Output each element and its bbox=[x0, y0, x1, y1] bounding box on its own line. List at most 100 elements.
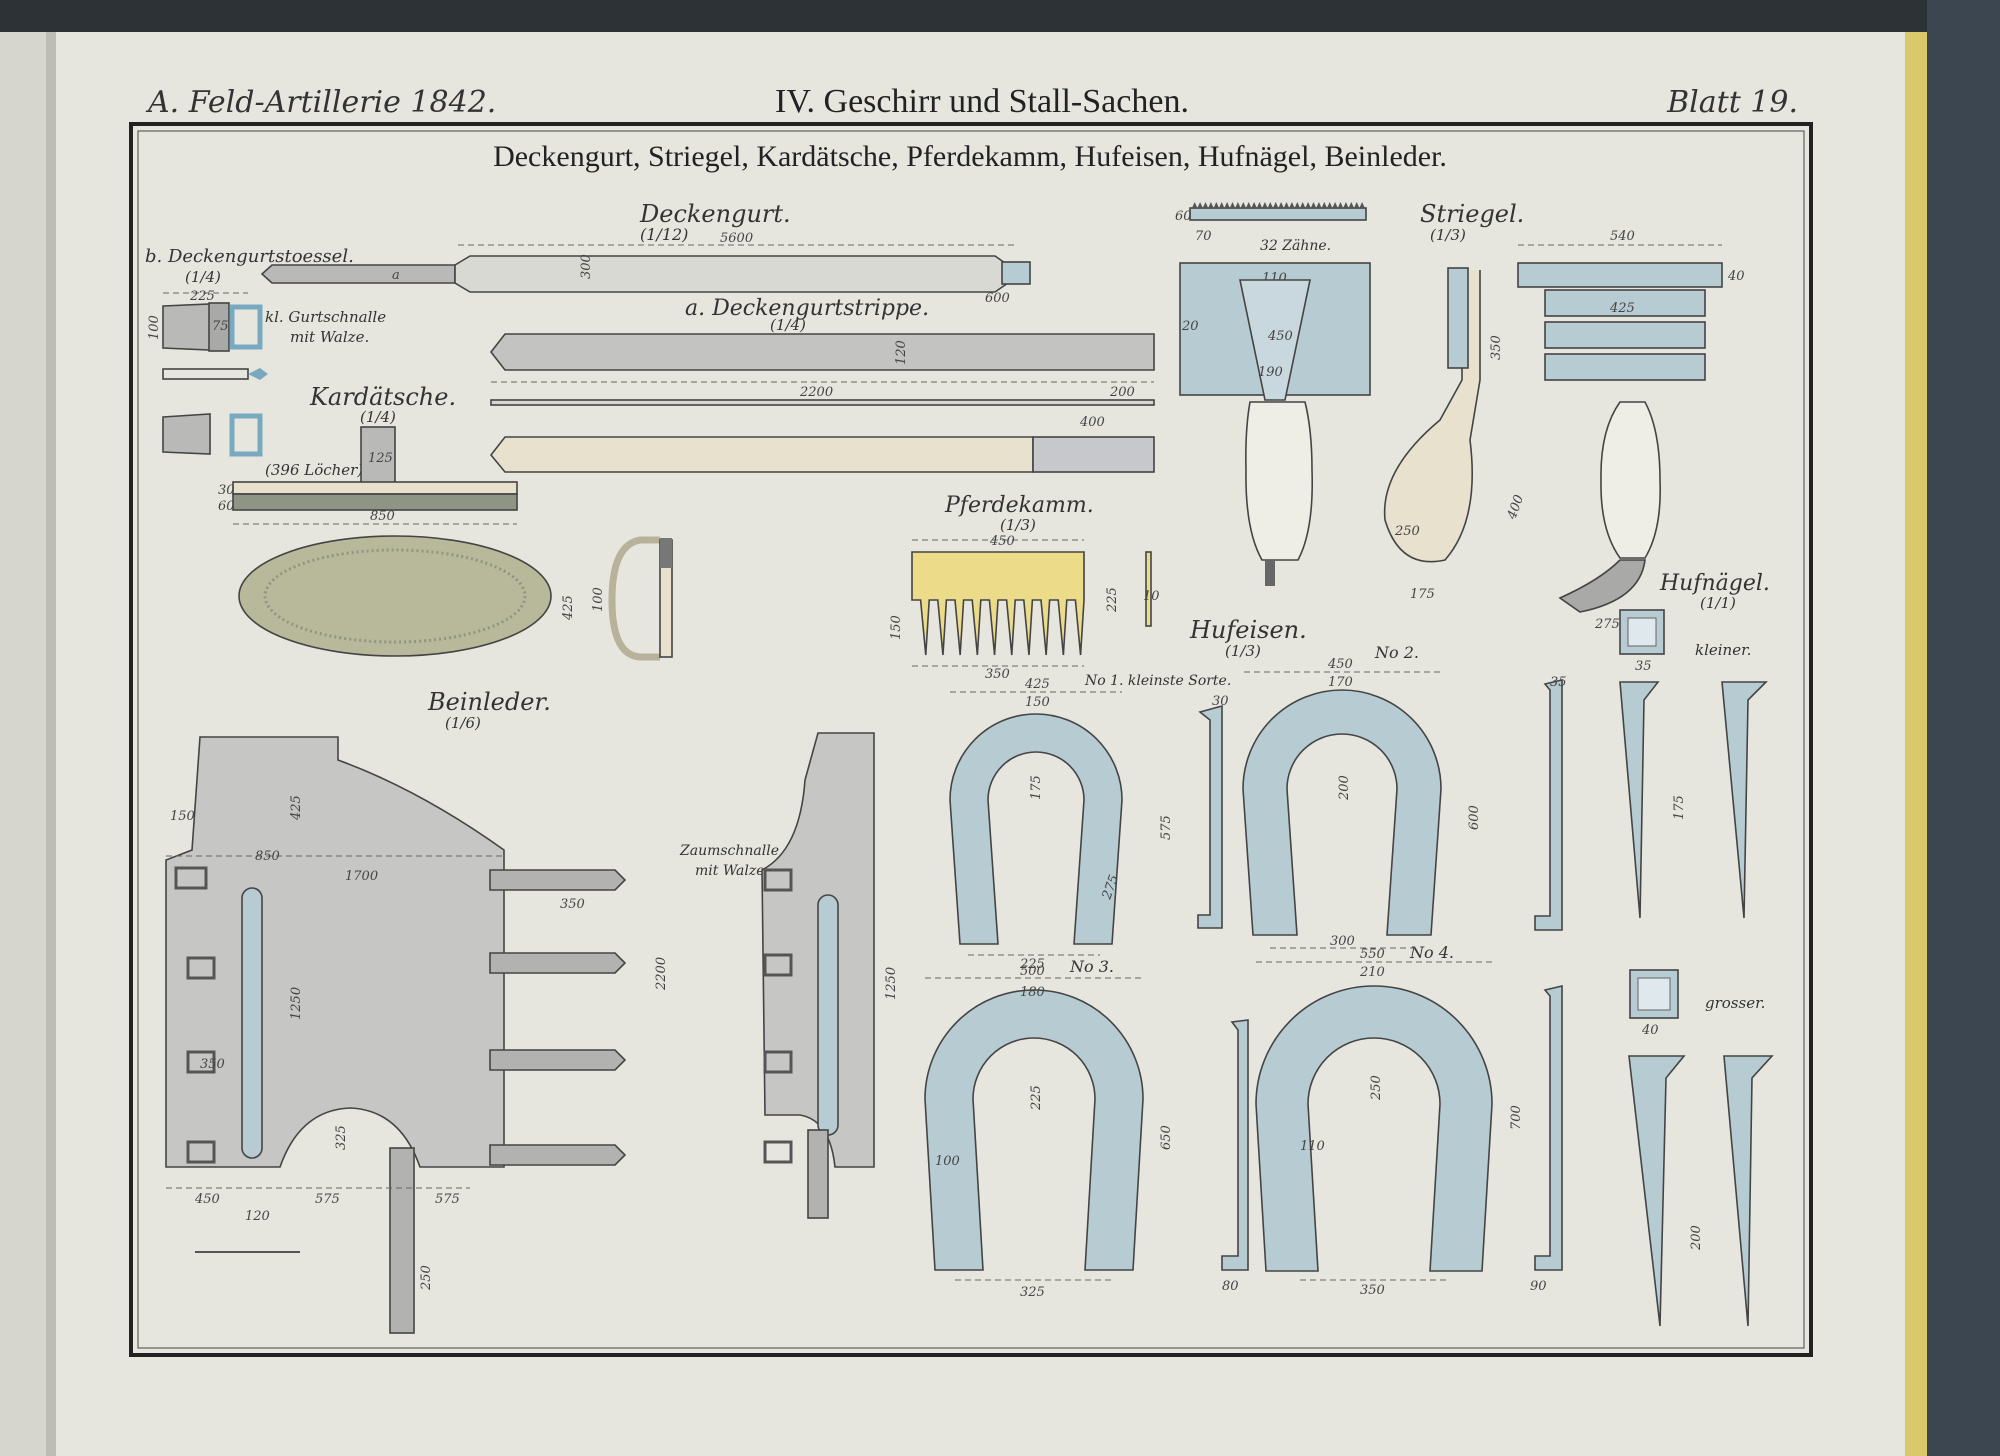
striegel: Striegel. (1/3) 60 70 32 Zähne. 110 20 4… bbox=[1175, 200, 1745, 632]
dim: 425 bbox=[1609, 301, 1635, 316]
deckengurtstrippe: a. Deckengurtstrippe. (1/4) 120 2200 200… bbox=[489, 296, 1155, 473]
dim: 300 bbox=[579, 254, 594, 279]
dim: 2200 bbox=[654, 957, 669, 991]
label-striegel: Striegel. bbox=[1420, 200, 1524, 228]
hufeisen: Hufeisen. (1/3) No 1. kleinste Sorte. No… bbox=[924, 616, 1567, 1300]
dim: 600 bbox=[1467, 805, 1482, 830]
label-kleiner: kleiner. bbox=[1695, 641, 1751, 659]
inner-frame bbox=[137, 130, 1805, 1349]
dim: 20 bbox=[1181, 319, 1199, 334]
label-gurtschnalle: kl. Gurtschnalle bbox=[265, 308, 386, 326]
dim: 350 bbox=[200, 1057, 225, 1072]
label-hufnaegel-scale: (1/1) bbox=[1700, 594, 1736, 612]
comb-shape bbox=[911, 551, 1085, 656]
dim: a bbox=[392, 268, 400, 283]
dim: 600 bbox=[985, 291, 1010, 306]
dim: 90 bbox=[1530, 1279, 1547, 1294]
dim: 550 bbox=[1360, 947, 1385, 962]
horseshoe-no4 bbox=[1255, 985, 1493, 1272]
dim: 40 bbox=[1727, 269, 1745, 284]
dim: 60 bbox=[218, 499, 235, 514]
dim: 150 bbox=[889, 615, 904, 640]
dim: 190 bbox=[1258, 365, 1283, 380]
label-pferdekamm-scale: (1/3) bbox=[1000, 516, 1036, 534]
dim: 450 bbox=[1267, 329, 1293, 344]
page-edges-gilt bbox=[1905, 32, 1927, 1456]
label-beinleder-scale: (1/6) bbox=[445, 714, 481, 732]
dim: 170 bbox=[1328, 675, 1353, 690]
dim: 850 bbox=[370, 509, 395, 524]
dim: 30 bbox=[1212, 694, 1229, 709]
label-hufeisen-scale: (1/3) bbox=[1225, 642, 1261, 660]
dim: 450 bbox=[194, 1192, 220, 1207]
label-no4: No 4. bbox=[1409, 943, 1454, 962]
dim: 35 bbox=[1635, 659, 1652, 674]
label-strippe-scale: (1/4) bbox=[770, 316, 806, 334]
label-strippe: a. Deckengurtstrippe. bbox=[685, 296, 929, 321]
label-deckengurt-scale: (1/12) bbox=[640, 225, 688, 244]
striegel-handle bbox=[1245, 401, 1314, 561]
dim: 10 bbox=[1143, 589, 1160, 604]
dim: 225 bbox=[189, 289, 215, 304]
dim: 350 bbox=[985, 667, 1010, 682]
dim: 200 bbox=[1109, 385, 1135, 400]
dim: 650 bbox=[1159, 1125, 1174, 1150]
dim: 450 bbox=[1327, 657, 1353, 672]
gutter bbox=[46, 32, 56, 1456]
dim: 425 bbox=[561, 595, 576, 621]
label-kardaetsche: Kardätsche. bbox=[309, 383, 456, 411]
dim: 175 bbox=[1410, 587, 1435, 602]
dim: 35 bbox=[1550, 675, 1567, 690]
dim: 120 bbox=[245, 1209, 270, 1224]
label-no3: No 3. bbox=[1069, 957, 1114, 976]
label-grosser: grosser. bbox=[1705, 994, 1765, 1012]
dim: 175 bbox=[1029, 775, 1044, 800]
label-loecher: (396 Löcher) bbox=[265, 461, 363, 479]
label-deckengurt: Deckengurt. bbox=[639, 200, 791, 228]
cover-edge bbox=[1927, 0, 2000, 1456]
dim: 350 bbox=[1489, 335, 1504, 360]
dim: 2200 bbox=[799, 385, 833, 400]
label-zaumschnalle: Zaumschnalle bbox=[679, 843, 779, 859]
label-zaehne: 32 Zähne. bbox=[1260, 238, 1331, 254]
dim: 575 bbox=[1159, 815, 1174, 840]
plate-subtitle: Deckengurt, Striegel, Kardätsche, Pferde… bbox=[493, 140, 1447, 173]
dim: 110 bbox=[1300, 1139, 1325, 1154]
dim: 200 bbox=[1337, 775, 1352, 801]
gurtschnalle: 225 100 75 kl. Gurtschnalle mit Walze. bbox=[147, 289, 386, 457]
dim: 1250 bbox=[884, 967, 899, 1000]
hufnaegel: Hufnägel. (1/1) 35 kleiner. 175 40 gross… bbox=[1619, 571, 1774, 1327]
dim: 850 bbox=[255, 849, 280, 864]
dim: 225 bbox=[1105, 587, 1120, 613]
dim: 575 bbox=[315, 1192, 340, 1207]
dim: 1250 bbox=[289, 987, 304, 1020]
label-beinleder: Beinleder. bbox=[427, 688, 551, 716]
dim: 175 bbox=[1672, 795, 1687, 820]
label-kardaetsche-scale: (1/4) bbox=[360, 408, 396, 426]
deckengurt: Deckengurt. (1/12) 5600 300 a 600 b. Dec… bbox=[145, 200, 1031, 306]
dim: 225 bbox=[1019, 957, 1045, 972]
header-right: Blatt 19. bbox=[1666, 85, 1798, 120]
label-hufeisen: Hufeisen. bbox=[1189, 616, 1307, 644]
dim: 450 bbox=[989, 534, 1015, 549]
dim: 150 bbox=[1025, 695, 1050, 710]
dim: 325 bbox=[334, 1125, 349, 1150]
kardaetsche: Kardätsche. (1/4) (396 Löcher) 125 30 60… bbox=[218, 383, 673, 661]
dim: 75 bbox=[212, 319, 229, 334]
horseshoe-no1 bbox=[949, 713, 1123, 945]
dim: 250 bbox=[1394, 524, 1420, 539]
oval-brush bbox=[238, 535, 552, 657]
dim: 700 bbox=[1509, 1105, 1524, 1130]
label-zaumschnalle-2: mit Walze. bbox=[695, 863, 769, 879]
dim: 30 bbox=[218, 483, 235, 498]
label-no1: No 1. kleinste Sorte. bbox=[1084, 673, 1231, 689]
label-stoessel-scale: (1/4) bbox=[185, 268, 221, 286]
horseshoe-no3 bbox=[924, 989, 1144, 1271]
label-hufnaegel: Hufnägel. bbox=[1659, 571, 1770, 596]
dim: 500 bbox=[1020, 964, 1045, 979]
dim: 400 bbox=[1079, 415, 1105, 430]
dim: 120 bbox=[894, 340, 909, 365]
dim: 40 bbox=[1641, 1023, 1659, 1038]
